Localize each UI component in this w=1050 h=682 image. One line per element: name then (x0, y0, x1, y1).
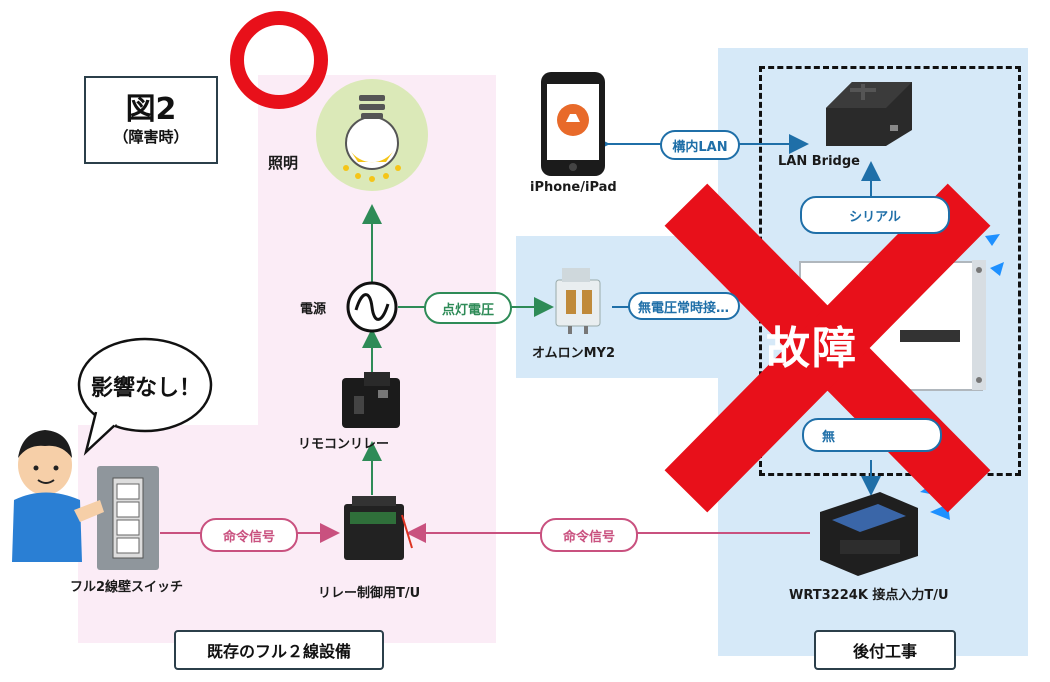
fault-text: 故障 (766, 323, 858, 374)
iphone-label: iPhone/iPad (530, 180, 617, 195)
omron-label: オムロンMY2 (532, 346, 616, 361)
omron-relay-device (555, 268, 601, 334)
retrofit-work-label: 後付工事 (814, 630, 956, 670)
lighting-voltage-pill: 点灯電圧 (424, 292, 512, 324)
speech-bubble (77, 337, 213, 456)
command-signal-pill-right: 命令信号 (540, 518, 638, 552)
iphone-device (541, 72, 605, 176)
relay-unit-label: リレー制御用T/U (318, 586, 421, 601)
wrt-unit-device (820, 492, 918, 576)
light-bulb-icon (316, 79, 428, 191)
power-label: 電源 (300, 302, 327, 317)
figure-title-box: 図2 （障害時） (84, 76, 218, 164)
lower-retrofit-pill: 無 (802, 418, 942, 452)
lan-bridge-device (826, 82, 912, 146)
wrt-label: WRT3224K 接点入力T/U (789, 588, 949, 603)
lighting-label: 照明 (268, 154, 299, 172)
figure-title: 図2 (125, 92, 177, 127)
wall-switch-device (97, 466, 159, 570)
existing-equipment-label: 既存のフル２線設備 (174, 630, 384, 670)
remote-relay-device (342, 372, 400, 428)
internal-lan-pill: 構内LAN (660, 130, 740, 160)
command-signal-pill-left: 命令信号 (200, 518, 298, 552)
wall-switch-label: フル2線壁スイッチ (70, 580, 184, 595)
figure-subtitle: （障害時） (113, 128, 189, 146)
serial-pill: シリアル (800, 196, 950, 234)
relay-control-unit-device (344, 496, 413, 560)
remote-relay-label: リモコンリレー (298, 437, 390, 452)
person-illustration (12, 430, 104, 562)
speech-bubble-text: 影響なし！ (90, 376, 201, 401)
no-voltage-pill: 無電圧常時接… (628, 292, 740, 320)
lan-bridge-label: LAN Bridge (778, 154, 860, 169)
ok-ring-mark (230, 11, 328, 109)
